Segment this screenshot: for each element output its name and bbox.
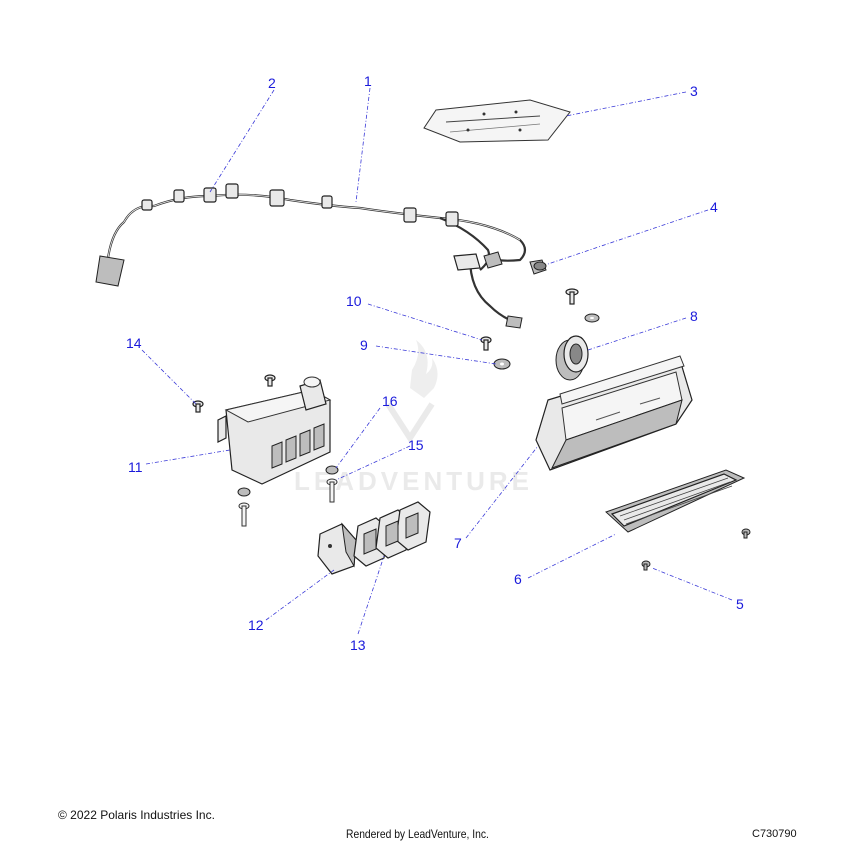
part-6-vent-cover: [605, 469, 746, 533]
washer-lower-left: [237, 487, 251, 497]
callout-13[interactable]: 13: [350, 637, 366, 653]
callout-12[interactable]: 12: [248, 617, 264, 633]
part-10-screw: [480, 336, 492, 351]
callout-15[interactable]: 15: [408, 437, 424, 453]
part-5-screw: [641, 560, 651, 571]
washer-upper: [584, 313, 600, 323]
part-13-switch-blanks: [353, 501, 431, 567]
part-14-screw: [192, 400, 204, 413]
part-11-switch-panel: [217, 376, 332, 485]
callout-14[interactable]: 14: [126, 335, 142, 351]
part-1-wire-harness: [95, 183, 527, 329]
part-3-bracket: [423, 99, 571, 143]
part-9-washer: [493, 358, 511, 370]
callout-10[interactable]: 10: [346, 293, 362, 309]
callout-9[interactable]: 9: [360, 337, 368, 353]
screw-upper: [565, 288, 579, 305]
callout-4[interactable]: 4: [710, 199, 718, 215]
screw-top-panel: [264, 374, 276, 387]
callout-2[interactable]: 2: [268, 75, 276, 91]
callout-16[interactable]: 16: [382, 393, 398, 409]
callout-8[interactable]: 8: [690, 308, 698, 324]
leader-lines: [141, 87, 733, 635]
part-8-grommet: [555, 335, 589, 381]
screw-lower-left: [238, 502, 250, 527]
callout-1[interactable]: 1: [364, 73, 372, 89]
part-4-clip: [529, 259, 547, 275]
diagram-code: C730790: [752, 828, 797, 840]
screw-right: [741, 528, 751, 539]
callout-6[interactable]: 6: [514, 571, 522, 587]
copyright-text: © 2022 Polaris Industries Inc.: [58, 808, 215, 822]
callout-11[interactable]: 11: [128, 459, 143, 475]
callout-7[interactable]: 7: [454, 535, 462, 551]
callouts: 1 2 3 4 5 6 7 8 9 10 11 12 13 14 15 16: [126, 73, 744, 653]
rendered-by-text: Rendered by LeadVenture, Inc.: [346, 827, 489, 841]
callout-5[interactable]: 5: [736, 596, 744, 612]
part-12-switch: [317, 522, 357, 575]
part-16-washer: [325, 465, 339, 475]
part-15-screw: [326, 478, 338, 503]
callout-3[interactable]: 3: [690, 83, 698, 99]
part-7-housing: [535, 355, 693, 471]
